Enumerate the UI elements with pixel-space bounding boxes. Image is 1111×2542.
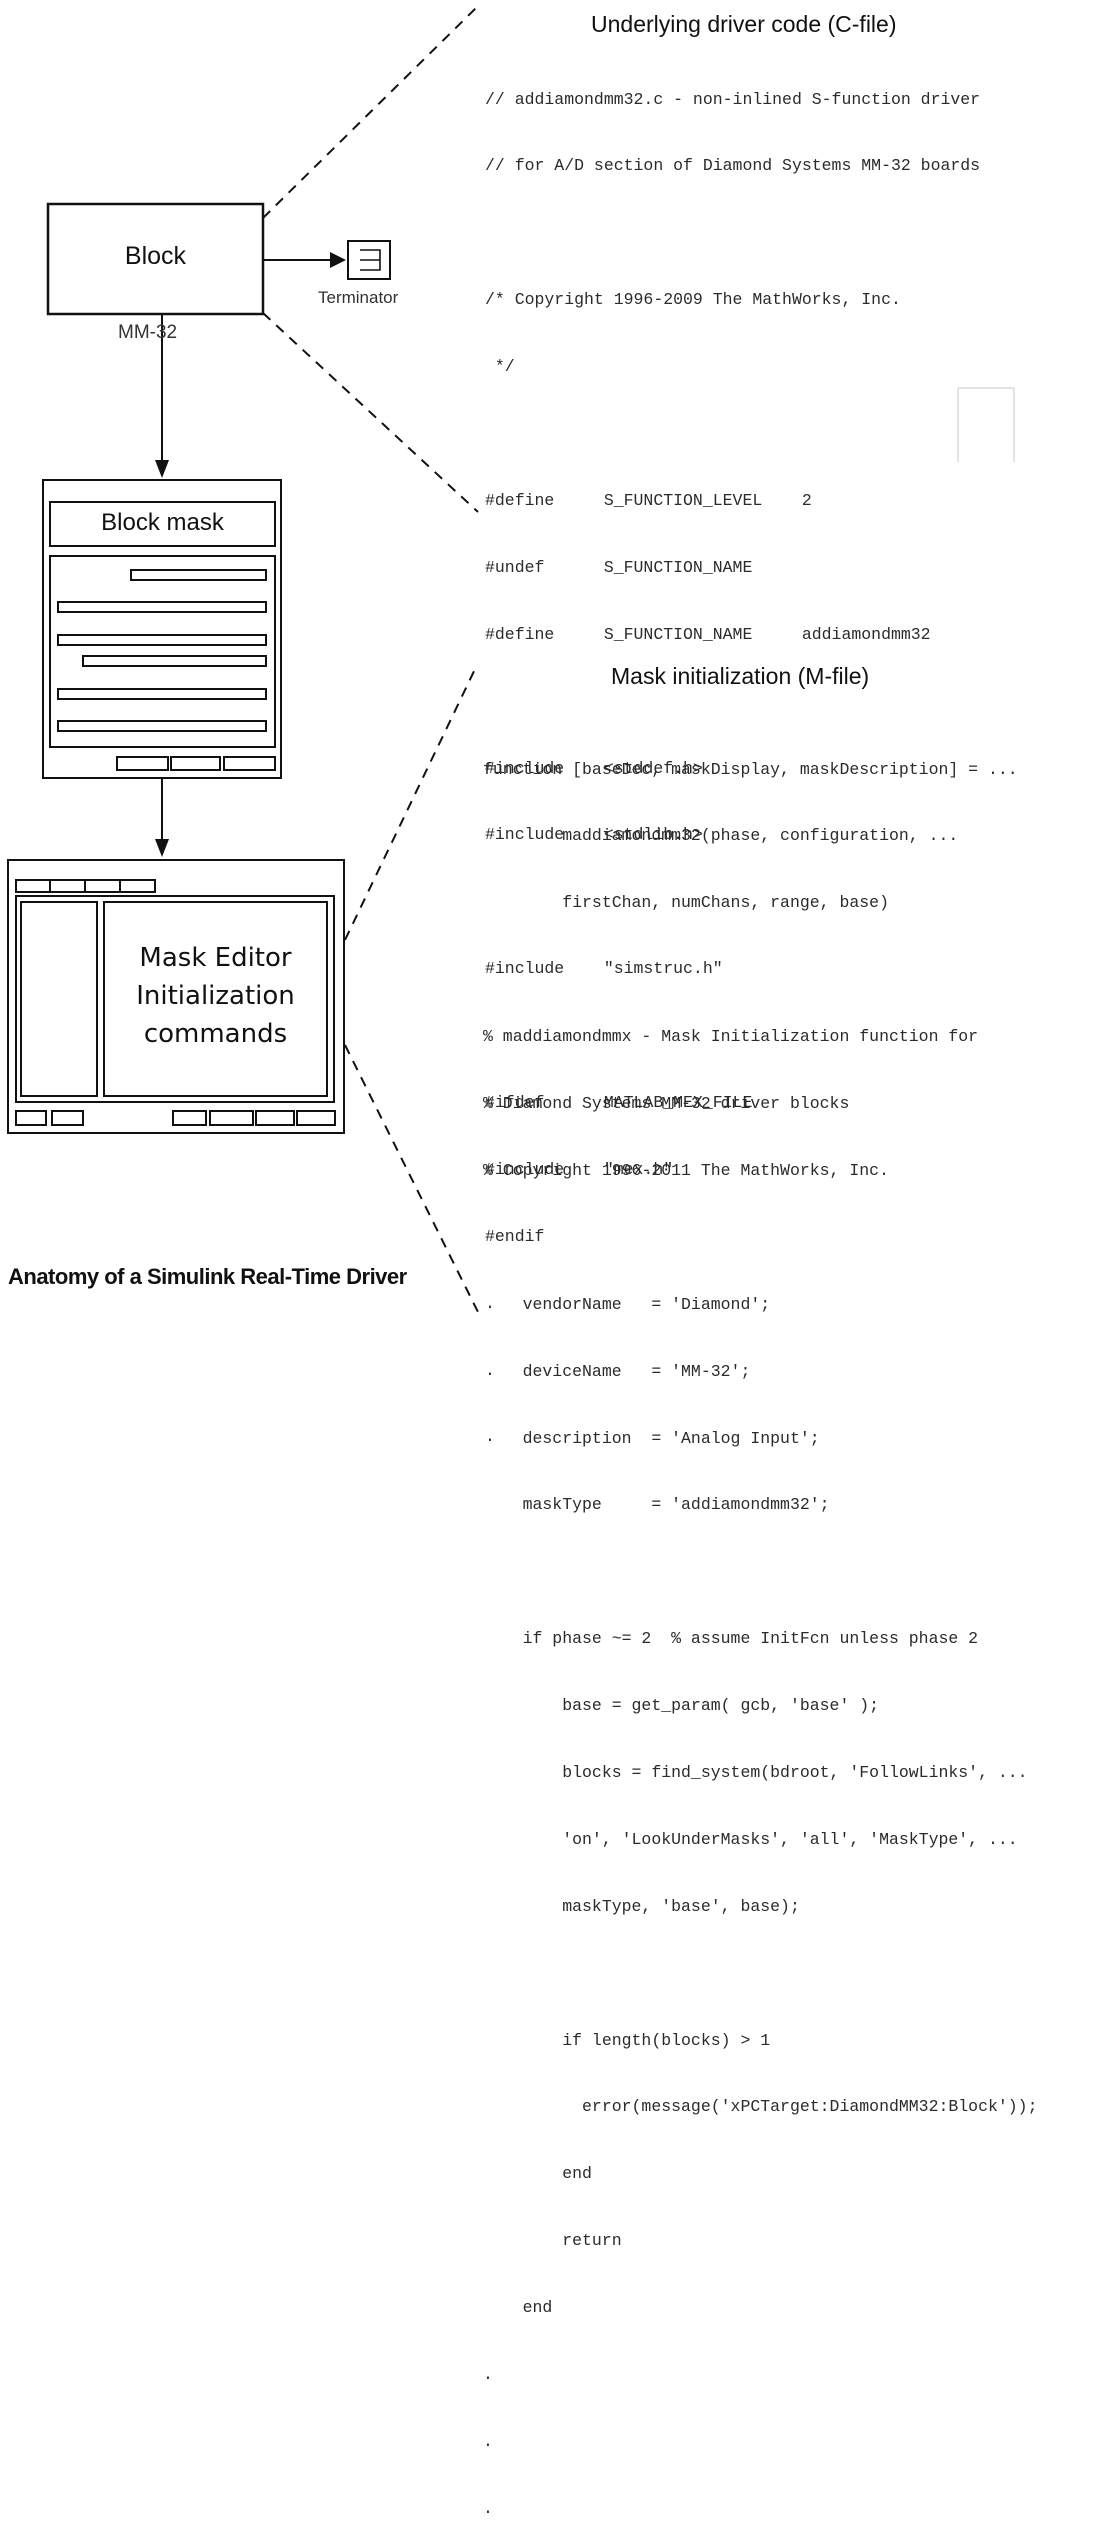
mfile-line: function [baseDec, maskDisplay, maskDesc… (483, 759, 1018, 779)
mfile-line: if length(blocks) > 1 (483, 2030, 771, 2050)
cfile-line: /* Copyright 1996-2009 The MathWorks, In… (485, 290, 901, 310)
cfile-line: #include "simstruc.h" (485, 959, 723, 979)
mfile-line: . (483, 2431, 493, 2451)
mask-editor-tab-3[interactable] (84, 879, 121, 893)
mfile-line: 'on', 'LookUnderMasks', 'all', 'MaskType… (483, 1829, 1018, 1849)
terminator-arrowhead (330, 252, 346, 268)
mask-editor-button-5[interactable] (255, 1110, 295, 1126)
mfile-line: end (483, 2164, 592, 2184)
mask-editor-tab-4[interactable] (119, 879, 156, 893)
mask-editor-label: Mask Editor Initialization commands (104, 939, 327, 1053)
cfile-line: #define S_FUNCTION_NAME addiamondmm32 (485, 624, 931, 644)
mfile-line (483, 1227, 1038, 1249)
mask-editor-button-2[interactable] (51, 1110, 84, 1126)
mask-editor-button-1[interactable] (15, 1110, 47, 1126)
cfile-line (485, 222, 980, 244)
mask-editor-button-3[interactable] (172, 1110, 207, 1126)
mfile-line: % Diamond Systems MM-32 driver blocks (483, 1094, 850, 1114)
mask-editor-label-line-1: Mask Editor (139, 943, 292, 973)
mfile-line: firstChan, numChans, range, base) (483, 893, 889, 913)
mfile-line: vendorName = 'Diamond'; (483, 1294, 771, 1314)
mfile-line: deviceName = 'MM-32'; (483, 1361, 751, 1381)
cfile-line (485, 423, 980, 445)
mask-editor-button-6[interactable] (296, 1110, 336, 1126)
diagram-canvas (7, 5, 1015, 1313)
mfile-line: end (483, 2298, 553, 2318)
mfile-line: error(message('xPCTarget:DiamondMM32:Blo… (483, 2097, 1038, 2117)
mfile-code: function [baseDec, maskDisplay, maskDesc… (483, 714, 1038, 2542)
block-sublabel: MM-32 (118, 322, 178, 343)
mask-editor-tab-1[interactable] (15, 879, 51, 893)
mask-param-field-5[interactable] (57, 688, 267, 700)
mask-button-1[interactable] (116, 756, 169, 771)
mfile-line (483, 1963, 1038, 1985)
mfile-title: Mask initialization (M-file) (611, 663, 870, 689)
mask-editor-button-4[interactable] (209, 1110, 254, 1126)
cfile-line: #include <stdlib.h> (485, 825, 703, 845)
mask-editor-left-pane (20, 901, 98, 1097)
figure-caption: Anatomy of a Simulink Real-Time Driver (8, 1264, 407, 1289)
mask-param-field-2[interactable] (57, 601, 267, 613)
mask-editor-label-line-2: Initialization (136, 981, 295, 1011)
mask-param-field-4[interactable] (82, 655, 267, 667)
block-mask-param-panel (49, 555, 276, 748)
mfile-line (483, 1561, 1038, 1583)
mfile-line: blocks = find_system(bdroot, 'FollowLink… (483, 1762, 1028, 1782)
mfile-line: base = get_param( gcb, 'base' ); (483, 1696, 880, 1716)
mask-editor-label-line-3: commands (143, 1019, 288, 1049)
cfile-line: */ (485, 357, 515, 377)
block-mask-label: Block mask (101, 509, 224, 536)
mask-editor-init-pane[interactable] (103, 901, 328, 1097)
cfile-line: . (485, 1293, 495, 1313)
cfile-line: #endif (485, 1226, 545, 1246)
arrow-block-to-mask-head (155, 460, 169, 478)
cfile-line: #include <stddef.h> (485, 758, 703, 778)
mfile-line: return (483, 2231, 622, 2251)
mfile-line: maddiamondmm32(phase, configuration, ... (483, 826, 959, 846)
cfile-line: #define S_FUNCTION_LEVEL 2 (485, 490, 812, 510)
mask-param-field-6[interactable] (57, 720, 267, 732)
cfile-line: #include "mex.h" (485, 1159, 674, 1179)
cfile-title: Underlying driver code (C-file) (591, 11, 897, 37)
mfile-line (483, 959, 1038, 981)
cfile-line: #ifdef MATLAB_MEX_FILE (485, 1092, 753, 1112)
mfile-line: % maddiamondmmx - Mask Initialization fu… (483, 1027, 979, 1047)
mask-button-2[interactable] (170, 756, 221, 771)
cfile-line: // for A/D section of Diamond Systems MM… (485, 156, 981, 176)
callout-line-mfile-top (344, 664, 478, 941)
mfile-line: if phase ~= 2 % assume InitFcn unless ph… (483, 1629, 979, 1649)
mask-param-field-1[interactable] (130, 569, 267, 581)
block-mask-titlebox (49, 501, 276, 547)
block-label: Block (124, 242, 187, 270)
mfile-line: maskType, 'base', base); (483, 1896, 800, 1916)
mfile-line: % Copyright 1996-2011 The MathWorks, Inc… (483, 1160, 889, 1180)
mfile-line: maskType = 'addiamondmm32'; (483, 1495, 830, 1515)
arrow-mask-to-editor-head (155, 839, 169, 857)
callout-line-cfile-top (262, 5, 479, 219)
cfile-line: #undef S_FUNCTION_NAME (485, 557, 753, 577)
mask-button-3[interactable] (223, 756, 276, 771)
mfile-line: . (483, 2364, 493, 2384)
mask-param-field-3[interactable] (57, 634, 267, 646)
terminator-label: Terminator (318, 288, 399, 307)
callout-line-cfile-bottom (262, 312, 479, 513)
callout-line-mfile-bottom (344, 1044, 479, 1313)
mask-editor-tab-2[interactable] (49, 879, 86, 893)
mfile-line: description = 'Analog Input'; (483, 1428, 820, 1448)
cfile-line (485, 691, 980, 713)
cfile-code: // addiamondmm32.c - non-inlined S-funct… (485, 44, 980, 1471)
mfile-line: . (483, 2498, 493, 2518)
cfile-line: // addiamondmm32.c - non-inlined S-funct… (485, 89, 981, 109)
